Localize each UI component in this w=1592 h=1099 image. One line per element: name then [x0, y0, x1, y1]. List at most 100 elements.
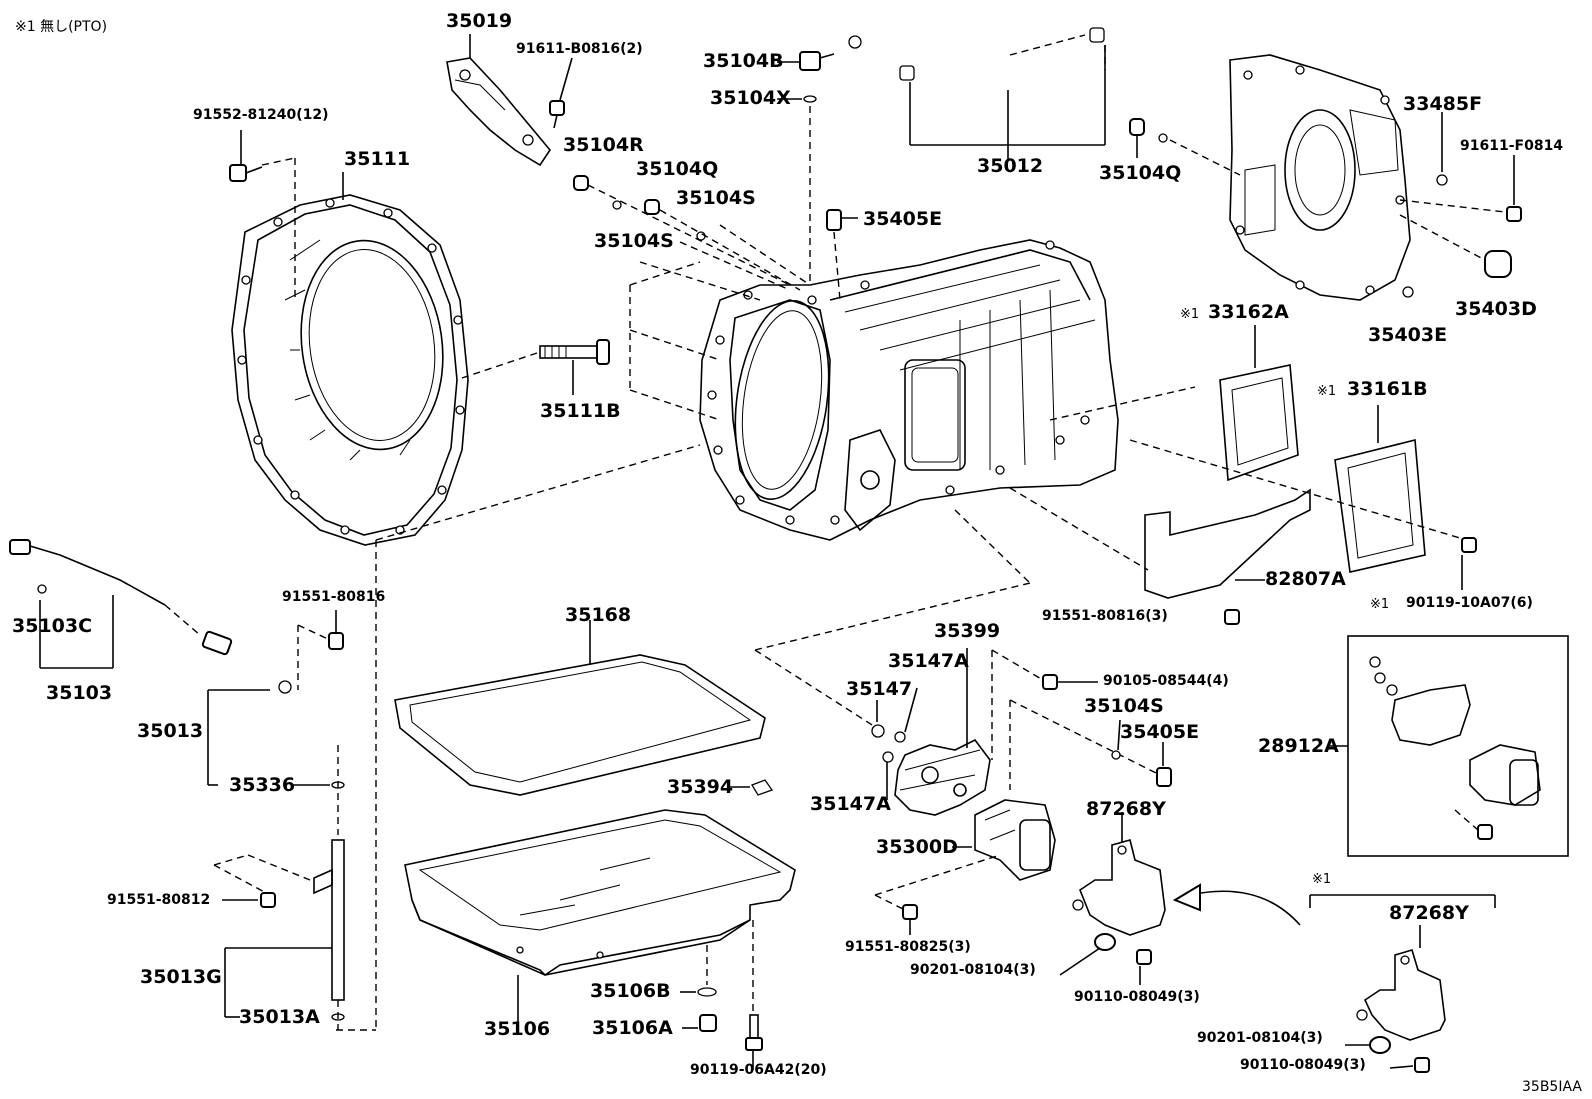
bolt-35111b [539, 339, 610, 365]
part-35104s-a[interactable]: 35104S [676, 187, 756, 209]
part-91552-81240[interactable]: 91552-81240(12) [193, 107, 329, 123]
plug-35104q-b [1129, 118, 1168, 143]
mark-1: ※1 [1180, 307, 1200, 322]
part-91611-f0814[interactable]: 91611-F0814 [1460, 138, 1564, 154]
part-35104x[interactable]: 35104X [710, 87, 791, 109]
part-90105-08544[interactable]: 90105-08544(4) [1103, 673, 1229, 689]
part-35104b[interactable]: 35104B [703, 50, 784, 72]
part-35104q-b[interactable]: 35104Q [1099, 162, 1182, 184]
part-35013a[interactable]: 35013A [239, 1006, 320, 1028]
part-35019[interactable]: 35019 [446, 10, 513, 32]
part-35147a-a[interactable]: 35147A [888, 650, 969, 672]
part-91611-b0816[interactable]: 91611-B0816(2) [516, 41, 643, 57]
part-35104q-a[interactable]: 35104Q [636, 158, 719, 180]
part-35111b[interactable]: 35111B [540, 400, 621, 422]
part-35394[interactable]: 35394 [667, 776, 734, 798]
part-35106b[interactable]: 35106B [590, 980, 671, 1002]
bolt-90110-a [1136, 949, 1152, 965]
part-35013g[interactable]: 35013G [140, 966, 222, 988]
part-35147a-b[interactable]: 35147A [810, 793, 891, 815]
part-91551-80816-3[interactable]: 91551-80816(3) [1042, 608, 1168, 624]
part-90119-10a07[interactable]: 90119-10A07(6) [1406, 595, 1533, 611]
part-35104s-b[interactable]: 35104S [594, 230, 674, 252]
part-35403e[interactable]: 35403E [1368, 324, 1448, 346]
tube-35013g [313, 839, 345, 1001]
part-90110-08049-a[interactable]: 90110-08049(3) [1074, 989, 1200, 1005]
oring-35147a-a [894, 731, 906, 743]
gasket-35106b [697, 987, 717, 997]
bolt-90110-b [1414, 1057, 1430, 1073]
part-35111[interactable]: 35111 [344, 148, 411, 170]
bolt-91552 [229, 164, 263, 182]
plug-35403d [1484, 250, 1512, 278]
dipstick-tube-35013 [201, 630, 337, 745]
part-28912a[interactable]: 28912A [1258, 735, 1339, 757]
plug-35104r [573, 175, 589, 191]
bracket-87268y-a [1072, 839, 1166, 936]
part-90201-08104-a[interactable]: 90201-08104(3) [910, 962, 1036, 978]
bolt-91551-80812 [260, 892, 276, 908]
part-87268y-b[interactable]: 87268Y [1389, 902, 1469, 924]
plug-35405e-b [1156, 767, 1172, 787]
bolt-91551-80816-3 [1224, 609, 1240, 625]
hose-35012 [848, 21, 1105, 91]
part-91551-80825[interactable]: 91551-80825(3) [845, 939, 971, 955]
valve-body-35399 [894, 738, 991, 816]
plug-35104q-a [644, 199, 660, 215]
solenoid-35300d [974, 799, 1056, 881]
oring-35104s-c [1111, 750, 1121, 760]
part-35103[interactable]: 35103 [46, 682, 113, 704]
bolt-91551-80816 [328, 632, 344, 650]
dipstick-35103 [9, 539, 166, 606]
oring-35403e [1402, 286, 1414, 298]
cover-33161b [1334, 438, 1426, 573]
part-91551-80816[interactable]: 91551-80816 [282, 589, 386, 605]
oring-35147a-b [882, 751, 894, 763]
part-33162a[interactable]: 33162A [1208, 301, 1289, 323]
transmission-case [699, 239, 1119, 541]
part-91551-80812[interactable]: 91551-80812 [107, 892, 211, 908]
part-90119-06a42[interactable]: 90119-06A42(20) [690, 1062, 827, 1078]
part-35103c[interactable]: 35103C [12, 615, 93, 637]
part-82807a[interactable]: 82807A [1265, 568, 1346, 590]
part-35106a[interactable]: 35106A [592, 1017, 673, 1039]
plug-35405e-a [826, 209, 842, 231]
part-35405e-b[interactable]: 35405E [1120, 721, 1200, 743]
part-35012[interactable]: 35012 [977, 155, 1044, 177]
part-35013[interactable]: 35013 [137, 720, 204, 742]
part-35147[interactable]: 35147 [846, 678, 913, 700]
oring-35147 [871, 724, 885, 738]
part-90110-08049-b[interactable]: 90110-08049(3) [1240, 1057, 1366, 1073]
part-35300d[interactable]: 35300D [876, 836, 958, 858]
bolt-91611-b0816 [549, 100, 565, 129]
mark-3: ※1 [1370, 597, 1390, 612]
gasket-33162a [1219, 364, 1299, 482]
extension-housing [1229, 54, 1411, 301]
oil-pan-35106 [404, 809, 796, 976]
part-90201-08104-b[interactable]: 90201-08104(3) [1197, 1030, 1323, 1046]
part-33485f[interactable]: 33485F [1403, 93, 1483, 115]
bolt-90105-08544 [1042, 674, 1058, 690]
plug-35106a [699, 1014, 717, 1032]
kit-28912a-box [1347, 635, 1569, 857]
grommet-90201-b [1369, 1036, 1391, 1054]
part-35168[interactable]: 35168 [565, 604, 632, 626]
part-35106[interactable]: 35106 [484, 1018, 551, 1040]
mark-2: ※1 [1317, 384, 1337, 399]
part-35336[interactable]: 35336 [229, 774, 296, 796]
part-87268y-a[interactable]: 87268Y [1086, 798, 1166, 820]
seal-33485f [1436, 174, 1448, 186]
part-35405e-a[interactable]: 35405E [863, 208, 943, 230]
part-35104r[interactable]: 35104R [563, 134, 644, 156]
part-35403d[interactable]: 35403D [1455, 298, 1537, 320]
plate-82807a [1144, 488, 1311, 599]
bolt-91611-f0814 [1506, 206, 1522, 222]
diagram-code: 35B5IAA [1522, 1079, 1582, 1095]
oring-35104s-a [612, 200, 622, 210]
part-35104s-c[interactable]: 35104S [1084, 695, 1164, 717]
bell-housing [231, 194, 469, 546]
label-35394 [751, 779, 774, 796]
part-35399[interactable]: 35399 [934, 620, 1001, 642]
part-33161b[interactable]: 33161B [1347, 378, 1428, 400]
